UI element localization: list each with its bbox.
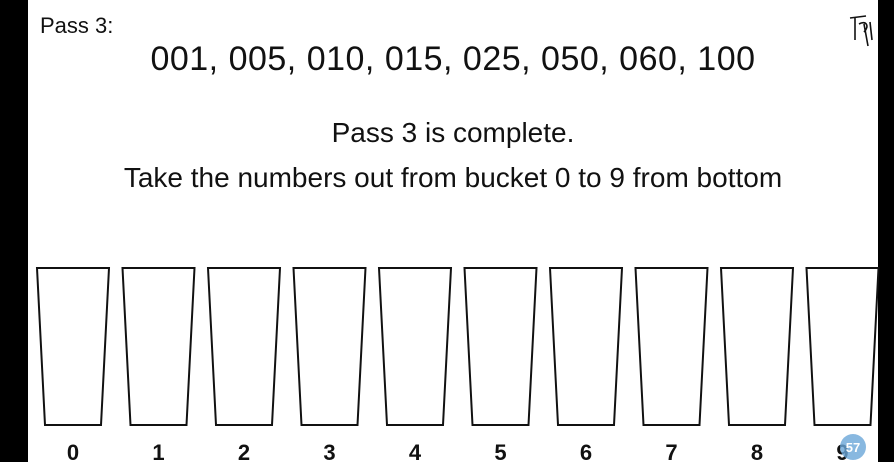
bucket-7 bbox=[634, 267, 709, 426]
bucket-label-4: 4 bbox=[408, 440, 422, 465]
circle-watermark-icon: 57 bbox=[840, 434, 866, 460]
bucket-1 bbox=[121, 267, 196, 426]
signature-logo-icon bbox=[849, 15, 873, 47]
message-line-1: Pass 3 is complete. bbox=[331, 117, 575, 148]
left-frame-bar bbox=[0, 0, 28, 462]
bucket-label-8: 8 bbox=[750, 440, 764, 465]
bucket-label-1: 1 bbox=[152, 440, 165, 465]
bucket-2 bbox=[206, 267, 282, 426]
numbers-line: 001, 005, 010, 015, 025, 050, 060, 100 bbox=[150, 40, 756, 78]
bucket-4 bbox=[377, 267, 453, 426]
svg-text:57: 57 bbox=[846, 440, 860, 455]
message-line-2: Take the numbers out from bucket 0 to 9 … bbox=[123, 162, 783, 193]
bucket-5 bbox=[463, 267, 538, 426]
bucket-label-7: 7 bbox=[665, 440, 678, 465]
pass-title: Pass 3: bbox=[40, 13, 114, 38]
bucket-label-5: 5 bbox=[494, 440, 507, 465]
bucket-0 bbox=[35, 267, 111, 426]
bucket-label-6: 6 bbox=[579, 440, 593, 465]
bucket-6 bbox=[548, 267, 624, 426]
bucket-8 bbox=[719, 267, 795, 426]
bucket-label-2: 2 bbox=[237, 440, 251, 465]
right-frame-bar bbox=[878, 0, 894, 462]
bucket-label-3: 3 bbox=[323, 440, 336, 465]
bucket-3 bbox=[292, 267, 367, 426]
bucket-9 bbox=[805, 267, 880, 426]
bucket-label-0: 0 bbox=[66, 440, 80, 465]
